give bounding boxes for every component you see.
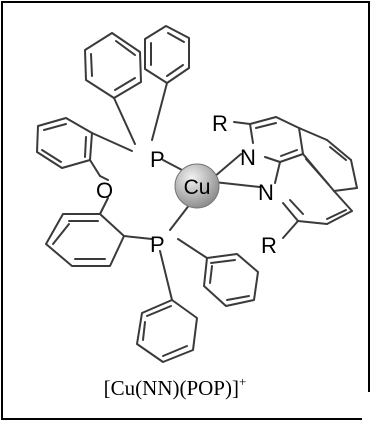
phenyl-ring-upper-right bbox=[144, 25, 190, 141]
complex-caption: [Cu(NN)(POP)]+ bbox=[104, 374, 247, 400]
copper-sphere bbox=[174, 163, 220, 209]
benzene-ring-bottom-left bbox=[45, 213, 153, 267]
phenanthroline-upper-ring bbox=[233, 116, 304, 163]
caption-charge: + bbox=[239, 374, 246, 389]
phenyl-ring-lower-left bbox=[136, 250, 198, 363]
oxygen-atom: O bbox=[96, 178, 113, 203]
substituent-r-lower: R bbox=[261, 233, 277, 258]
phosphorus-atom-lower: P bbox=[150, 232, 165, 257]
phenanthroline-center-ring bbox=[298, 127, 358, 192]
bonds bbox=[36, 25, 358, 363]
benzene-ring-top-left bbox=[36, 117, 133, 177]
nitrogen-atom-upper: N bbox=[240, 145, 256, 170]
copper-atom-label: Cu bbox=[184, 176, 211, 199]
phenanthroline-lower-ring bbox=[274, 161, 353, 239]
phenyl-ring-upper-left bbox=[84, 32, 142, 145]
nitrogen-atom-lower: N bbox=[258, 180, 274, 205]
caption-formula: [Cu(NN)(POP)] bbox=[104, 376, 239, 400]
substituent-r-upper: R bbox=[212, 111, 228, 136]
phenyl-ring-lower-right bbox=[177, 238, 259, 307]
phosphorus-atom-upper: P bbox=[150, 147, 165, 172]
